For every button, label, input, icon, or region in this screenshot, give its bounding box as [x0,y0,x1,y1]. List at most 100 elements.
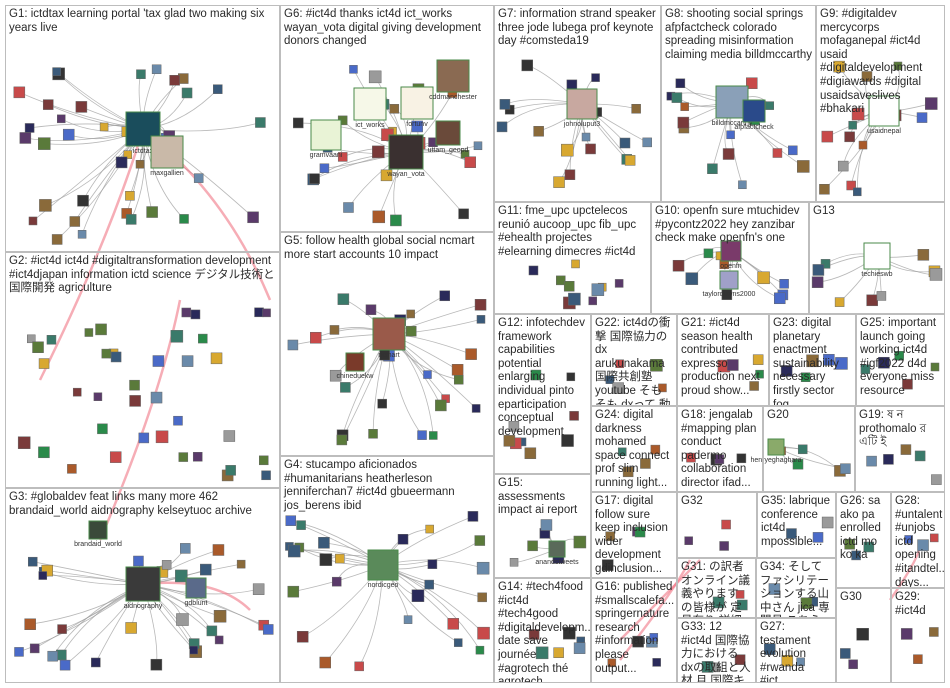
graph-node[interactable] [77,230,87,239]
graph-node[interactable] [292,117,304,129]
graph-node[interactable] [261,470,271,481]
graph-node[interactable] [834,297,845,307]
graph-node[interactable] [685,272,699,285]
graph-node[interactable] [820,259,831,269]
graph-node[interactable] [435,399,447,412]
hub-node-maxgallien[interactable] [150,135,184,169]
graph-node[interactable] [417,430,427,440]
graph-node[interactable] [527,540,538,552]
graph-node[interactable] [650,359,663,372]
graph-node[interactable] [631,103,641,114]
graph-node[interactable] [477,626,490,640]
graph-node[interactable] [331,576,342,587]
graph-node[interactable] [38,137,51,150]
graph-node[interactable] [781,655,794,667]
graph-node[interactable] [474,299,487,311]
graph-node[interactable] [508,421,520,432]
graph-node[interactable] [451,364,464,376]
hub-node-aidnography[interactable] [125,566,161,602]
hub-node-brandaid_world[interactable] [88,520,108,540]
graph-node[interactable] [453,638,463,647]
graph-node[interactable] [464,156,476,168]
graph-node[interactable] [930,362,940,372]
graph-node[interactable] [684,536,693,545]
graph-node[interactable] [337,152,348,162]
graph-node[interactable] [52,67,61,76]
graph-node[interactable] [38,446,50,459]
graph-node[interactable] [193,173,204,183]
graph-node[interactable] [861,71,873,82]
graph-node[interactable] [677,116,690,129]
graph-node[interactable] [563,626,576,640]
graph-node[interactable] [863,541,875,553]
graph-node[interactable] [601,559,614,571]
graph-node[interactable] [703,248,714,259]
graph-node[interactable] [319,656,331,669]
graph-node[interactable] [735,590,745,599]
graph-node[interactable] [821,130,834,143]
graph-node[interactable] [173,415,183,426]
graph-node[interactable] [774,292,786,305]
graph-node[interactable] [150,658,163,671]
graph-node[interactable] [336,434,348,446]
graph-node[interactable] [397,534,409,545]
graph-node[interactable] [712,596,725,609]
graph-node[interactable] [900,628,913,640]
graph-node[interactable] [255,117,266,128]
graph-node[interactable] [917,249,930,261]
graph-node[interactable] [38,358,50,369]
graph-node[interactable] [835,357,848,370]
graph-node[interactable] [553,176,565,188]
graph-node[interactable] [851,107,865,121]
graph-node[interactable] [812,264,825,276]
graph-node[interactable] [319,553,333,566]
graph-node[interactable] [296,520,306,530]
graph-node[interactable] [151,64,162,75]
graph-node[interactable] [757,271,770,285]
graph-node[interactable] [405,325,417,337]
graph-node[interactable] [929,268,943,281]
graph-node[interactable] [556,275,566,286]
graph-node[interactable] [649,633,659,642]
graph-node[interactable] [318,537,330,549]
graph-node[interactable] [788,145,798,156]
graph-node[interactable] [125,191,135,201]
graph-node[interactable] [340,382,351,393]
graph-node[interactable] [878,356,890,369]
graph-node[interactable] [622,466,634,478]
graph-node[interactable] [109,451,122,463]
graph-node[interactable] [125,622,137,634]
graph-node[interactable] [411,589,425,602]
graph-node[interactable] [806,354,819,368]
graph-node[interactable] [658,383,667,393]
graph-node[interactable] [605,375,615,384]
hub-node-techieswb[interactable] [863,242,891,270]
graph-node[interactable] [169,75,180,86]
graph-node[interactable] [411,120,423,133]
hub-node-chineduekw[interactable] [345,352,365,372]
graph-node[interactable] [566,372,576,382]
graph-node[interactable] [568,292,581,306]
graph-node[interactable] [236,559,246,569]
graph-node[interactable] [91,657,101,668]
graph-node[interactable] [212,544,225,556]
graph-node[interactable] [84,328,94,337]
graph-node[interactable] [213,84,223,94]
graph-node[interactable] [573,642,586,654]
graph-node[interactable] [521,59,533,72]
graph-node[interactable] [475,645,485,655]
graph-node[interactable] [837,160,849,172]
graph-node[interactable] [57,114,66,124]
graph-node[interactable] [262,308,271,318]
graph-node[interactable] [309,173,320,184]
graph-node[interactable] [561,143,574,157]
graph-node[interactable] [904,535,913,544]
graph-node[interactable] [176,613,189,626]
graph-node[interactable] [727,359,739,371]
graph-node[interactable] [846,180,856,191]
graph-node[interactable] [860,364,871,374]
graph-node[interactable] [354,661,364,672]
graph-node[interactable] [509,558,519,567]
graph-node[interactable] [38,571,48,580]
graph-node[interactable] [57,624,67,634]
